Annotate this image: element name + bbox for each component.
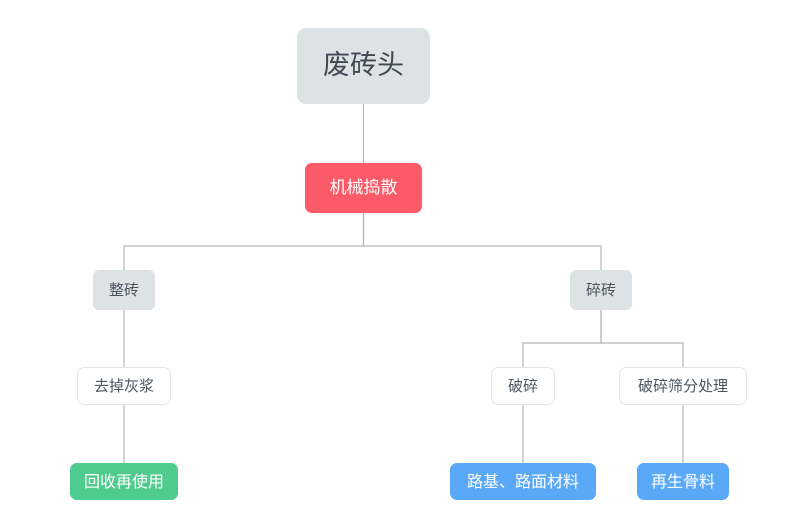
edge-broken-to-screen [600, 310, 684, 367]
node-crushing[interactable]: 破碎 [491, 367, 555, 405]
node-broken-brick[interactable]: 碎砖 [570, 270, 632, 310]
node-label: 去掉灰浆 [93, 376, 154, 395]
edge-breakup-to-broken [362, 213, 602, 270]
node-remove-mortar[interactable]: 去掉灰浆 [77, 367, 171, 405]
node-crush-and-screen[interactable]: 破碎筛分处理 [619, 367, 747, 405]
node-label: 整砖 [108, 280, 139, 299]
node-whole-brick[interactable]: 整砖 [93, 270, 155, 310]
node-recycle-reuse[interactable]: 回收再使用 [70, 463, 178, 500]
node-waste-brick[interactable]: 废砖头 [297, 28, 430, 104]
node-label: 再生骨料 [650, 471, 715, 491]
node-label: 破碎筛分处理 [637, 376, 728, 395]
node-mechanical-break-up[interactable]: 机械捣散 [305, 163, 422, 213]
edge-broken-to-crushing [522, 310, 602, 367]
edge-breakup-to-whole [123, 213, 365, 270]
node-label: 废砖头 [323, 50, 404, 82]
node-recycled-aggregate[interactable]: 再生骨料 [637, 463, 729, 500]
node-label: 路基、路面材料 [466, 471, 579, 491]
node-label: 回收再使用 [83, 471, 164, 491]
node-label: 机械捣散 [329, 177, 398, 198]
node-subgrade-pavement-material[interactable]: 路基、路面材料 [450, 463, 596, 500]
node-label: 破碎 [507, 376, 538, 395]
node-label: 碎砖 [585, 280, 616, 299]
